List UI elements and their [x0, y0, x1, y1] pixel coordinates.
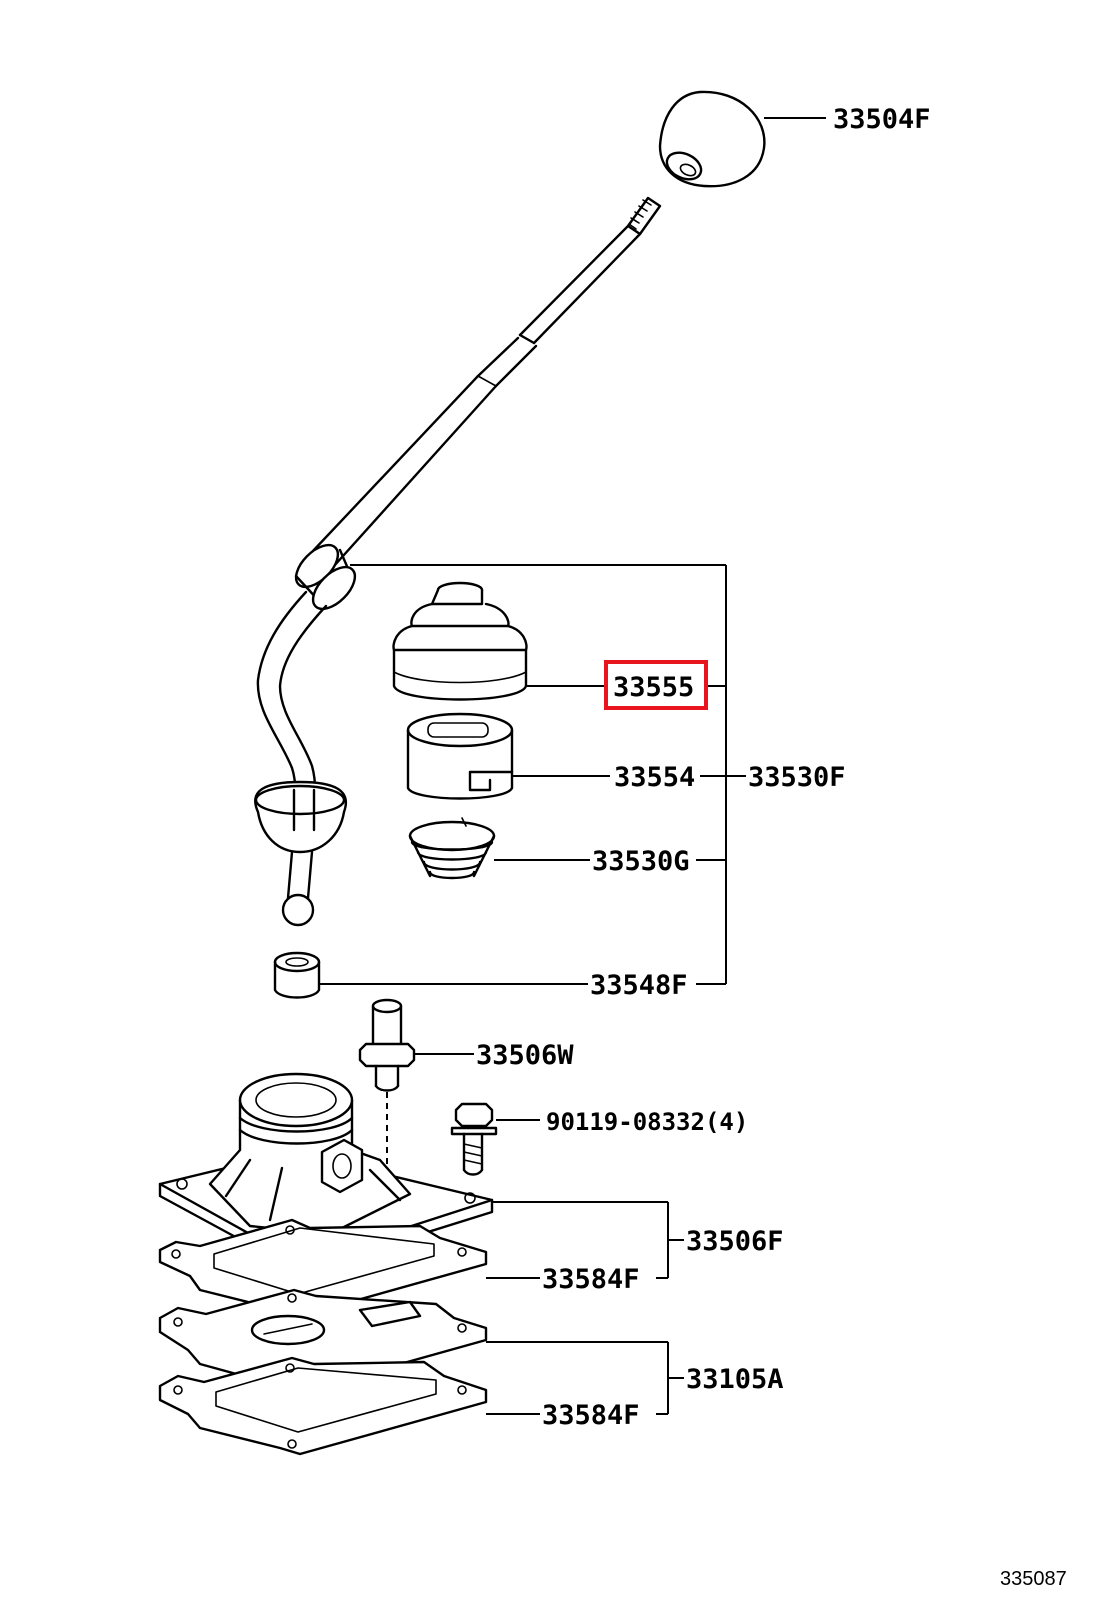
figure-number: 335087 [1000, 1568, 1067, 1590]
gasket-upper-drawing [158, 1218, 488, 1318]
label-33530G[interactable]: 33530G [592, 846, 690, 877]
label-33548F[interactable]: 33548F [590, 970, 688, 1001]
leader-lines [319, 117, 826, 1415]
label-33584F-upper[interactable]: 33584F [542, 1264, 640, 1295]
label-33554[interactable]: 33554 [614, 762, 695, 793]
label-33530F[interactable]: 33530F [748, 762, 846, 793]
pin-drawing [358, 998, 416, 1170]
spring-drawing [408, 817, 496, 880]
label-90119-08332[interactable]: 90119-08332(4) [546, 1108, 748, 1136]
bolt-drawing [450, 1102, 498, 1176]
bushing-drawing [273, 951, 321, 999]
highlight-box [604, 660, 708, 710]
boot-drawing [392, 581, 528, 701]
plate-drawing [158, 1288, 488, 1394]
label-33506F[interactable]: 33506F [686, 1226, 784, 1257]
label-33555[interactable]: 33555 [613, 672, 694, 703]
label-33105A[interactable]: 33105A [686, 1364, 784, 1395]
retainer-drawing [406, 712, 514, 800]
shift-lever-drawing [254, 196, 662, 927]
housing-drawing [158, 1072, 494, 1274]
shift-knob-drawing [658, 90, 766, 188]
label-33504F[interactable]: 33504F [833, 104, 931, 135]
label-33584F-lower[interactable]: 33584F [542, 1400, 640, 1431]
label-33506W[interactable]: 33506W [476, 1040, 574, 1071]
gasket-lower-drawing [158, 1356, 488, 1456]
